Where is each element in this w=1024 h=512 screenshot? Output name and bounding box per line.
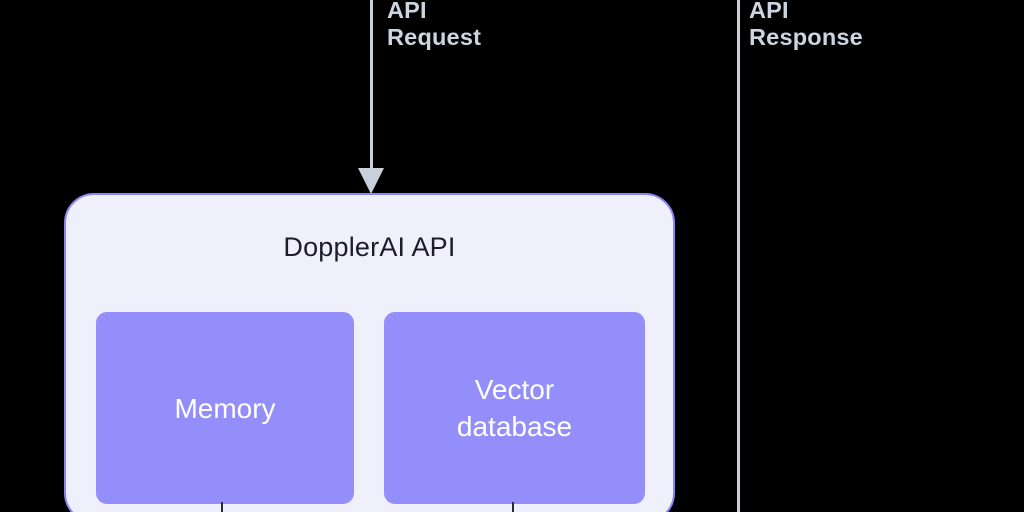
api-response-label: API Response	[749, 0, 863, 51]
doppler-api-card-title: DopplerAI API	[283, 232, 456, 262]
doppler-api-card: DopplerAI API Memory Vector database	[64, 193, 675, 512]
api-response-label-line2: Response	[749, 24, 863, 50]
api-request-label: API Request	[387, 0, 481, 51]
api-response-flow-line	[737, 0, 740, 512]
api-response-label-line1: API	[749, 0, 789, 23]
api-request-arrowhead-icon	[358, 168, 384, 194]
node-vector-database-label: Vector database	[456, 374, 573, 442]
node-memory-connector-line	[221, 502, 223, 512]
node-vector-database[interactable]: Vector database	[384, 312, 645, 504]
api-request-label-line2: Request	[387, 24, 482, 50]
node-vector-database-connector-line	[512, 502, 514, 512]
node-memory[interactable]: Memory	[96, 312, 354, 504]
api-request-label-line1: API	[387, 0, 427, 23]
api-request-flow-line	[370, 0, 373, 175]
node-memory-label: Memory	[174, 392, 276, 424]
